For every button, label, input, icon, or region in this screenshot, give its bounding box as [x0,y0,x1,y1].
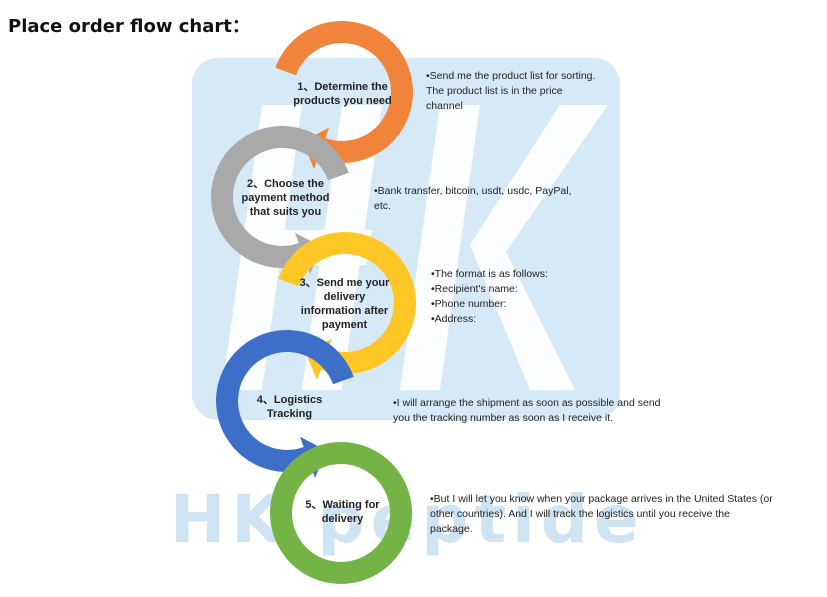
step-label-line: 5、Waiting for [305,499,380,511]
step-label-line: 1、Determine the [297,81,388,93]
step-label-line: products you need [293,95,392,107]
step-4-arc [216,330,354,472]
step-label-line: Tracking [266,408,313,420]
description-line: •But I will let you know when your packa… [430,493,773,505]
step-label-line: payment [321,319,368,331]
description-line: •Phone number: [431,298,507,310]
step-1-arc [275,21,413,163]
description-line: etc. [374,200,391,212]
description-line: •Address: [431,313,477,325]
step-label-line: information after [300,305,389,317]
step-1-label: 1、Determine the products you need [280,80,405,108]
step-5-ring [270,442,412,584]
description-line: •The format is as follows: [431,268,548,280]
step-2-description: •Bank transfer, bitcoin, usdt, usdc, Pay… [374,184,571,214]
step-4-description: •I will arrange the shipment as soon as … [393,396,661,426]
step-label-line: 2、Choose the [246,178,324,190]
step-3-description: •The format is as follows: •Recipient's n… [431,267,548,327]
description-line: •Send me the product list for sorting. [426,70,596,82]
description-line: channel [426,100,463,112]
step-5-circle-ring-icon [270,442,412,584]
description-line: •Recipient's name: [431,283,518,295]
description-line: •I will arrange the shipment as soon as … [393,397,661,409]
step-label-line: payment method [241,192,330,204]
step-1-description: •Send me the product list for sorting. T… [426,69,595,114]
step-5-label: 5、Waiting for delivery [280,498,405,526]
description-line: package. [430,523,473,535]
step-3-arc [278,232,416,374]
page-title: Place order flow chart： [8,16,250,37]
step-label-line: that suits you [249,206,322,218]
step-label-line: delivery [323,291,366,303]
step-label-line: 4、Logistics [256,394,323,406]
step-label-line: delivery [321,513,364,525]
step-2-arc [211,126,349,268]
description-line: •Bank transfer, bitcoin, usdt, usdc, Pay… [374,185,572,197]
step-label-line: 3、Send me your [299,277,390,289]
description-line: you the tracking number as soon as I rec… [393,412,614,424]
step-5-description: •But I will let you know when your packa… [430,492,773,537]
description-line: other countries). And I will track the l… [430,508,730,520]
step-3-label: 3、Send me your delivery information after p… [282,276,407,332]
description-line: The product list is in the price [426,85,563,97]
step-2-label: 2、Choose the payment method that suits you [228,177,343,219]
